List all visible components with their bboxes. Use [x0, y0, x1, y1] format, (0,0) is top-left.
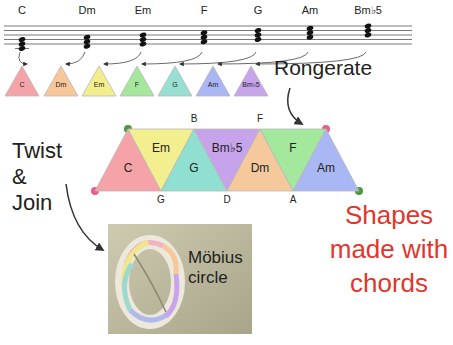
chord-name: C	[95, 162, 161, 176]
chord-triangle-box: Am	[196, 66, 230, 96]
node-shape	[44, 66, 78, 96]
chord-triangle-box: Bm♭5	[234, 66, 268, 96]
curved-arrow	[66, 52, 85, 64]
node-shape	[234, 66, 268, 96]
note-head	[306, 25, 314, 32]
chord-label: Am	[288, 4, 332, 17]
vertex-note: D	[217, 194, 237, 206]
headline: Shapes made with chords	[328, 198, 450, 300]
note-head	[364, 23, 372, 30]
node-shape	[120, 66, 154, 96]
node-shape	[108, 224, 252, 334]
photo-caption: Möbius circle	[188, 248, 250, 287]
node-shape	[293, 129, 359, 191]
node-shape	[5, 66, 39, 96]
chord-name: C	[5, 81, 39, 89]
mobius-stripe	[166, 274, 177, 316]
chord-label: Dm	[65, 4, 109, 17]
note-head	[18, 36, 26, 43]
chord-label: F	[182, 4, 226, 17]
staff-line	[4, 44, 412, 45]
curved-arrow	[142, 52, 202, 64]
curved-arrow	[180, 52, 256, 64]
chord-triangle	[120, 66, 154, 96]
note-head	[139, 32, 147, 39]
mobius-twist	[134, 254, 166, 312]
chord-name: Em	[128, 142, 194, 156]
chord-name: Dm	[227, 162, 293, 176]
chord-triangle-box: F	[120, 66, 154, 96]
annotation: Twist & Join	[12, 138, 68, 216]
chord-triangle-box: G	[158, 66, 192, 96]
chord-name: Am	[196, 81, 230, 89]
curved-arrow	[66, 184, 103, 250]
node-shape	[196, 66, 230, 96]
vertex-note: G	[151, 194, 171, 206]
chord-triangle-box: Em	[82, 66, 116, 96]
chord-label: Bm♭5	[346, 4, 390, 17]
note-head	[254, 27, 262, 34]
chord-name: Bm♭5	[194, 142, 260, 156]
chord-name: G	[158, 81, 192, 89]
vertex-note: F	[250, 113, 270, 125]
chord-name: F	[120, 81, 154, 89]
vertex-note: A	[283, 194, 303, 206]
chord-label: G	[236, 4, 280, 17]
node-shape	[82, 66, 116, 96]
photo-box: Möbius circle	[108, 224, 252, 334]
chord-name: Em	[82, 81, 116, 89]
chord-triangle	[5, 66, 39, 96]
chord-triangle-box: C	[5, 66, 39, 96]
chord-triangle	[196, 66, 230, 96]
curved-arrow	[288, 88, 302, 124]
staff-line	[4, 39, 412, 40]
annotation: Rongerate	[274, 56, 372, 80]
curved-arrow	[104, 52, 141, 64]
chord-name: Am	[293, 162, 359, 176]
chord-label: Em	[121, 4, 165, 17]
chord-name: Bm♭5	[234, 81, 268, 89]
chord-triangle-box: Dm	[44, 66, 78, 96]
vertex-note: B	[184, 113, 204, 125]
chord-triangle	[44, 66, 78, 96]
chord-triangle	[293, 129, 359, 191]
curved-arrow	[19, 52, 27, 64]
node-shape	[158, 66, 192, 96]
staff-line	[4, 26, 412, 27]
chord-triangle-box: Am	[293, 129, 359, 191]
photo	[108, 224, 252, 334]
chord-name: G	[161, 162, 227, 176]
chord-name: Dm	[44, 81, 78, 89]
chord-triangle	[234, 66, 268, 96]
note-head	[83, 34, 91, 41]
mobius-stripe	[124, 264, 132, 310]
chord-label: C	[0, 4, 44, 17]
staff-line	[4, 30, 412, 31]
chord-name: F	[260, 142, 326, 156]
chord-triangle	[82, 66, 116, 96]
mobius-band	[122, 242, 178, 322]
staff-line	[4, 35, 412, 36]
chord-triangle	[158, 66, 192, 96]
mobius-stripe	[163, 246, 176, 274]
mobius-stripe	[130, 310, 168, 320]
note-head	[200, 29, 208, 36]
